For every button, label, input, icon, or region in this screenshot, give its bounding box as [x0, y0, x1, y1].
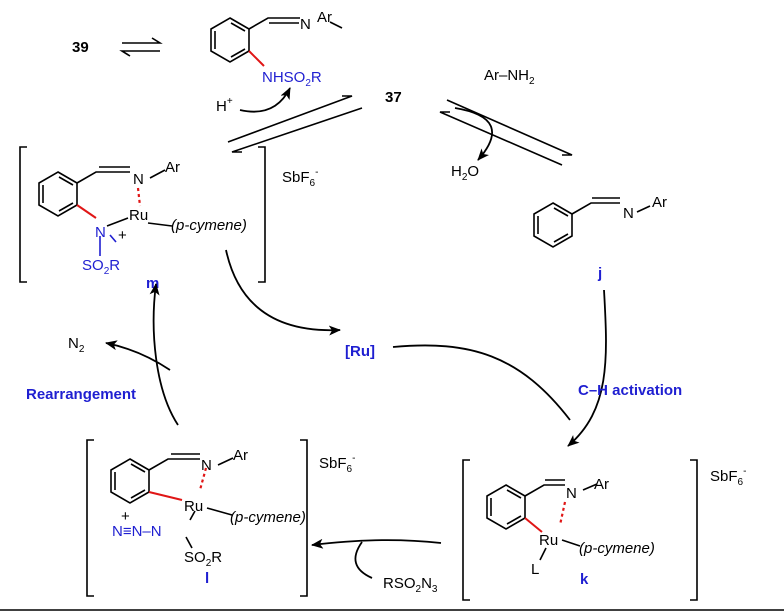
compound-label-j: j — [597, 265, 602, 282]
compound-j-structure — [533, 197, 651, 248]
l-ar-label: Ar — [233, 447, 248, 464]
complex-l-structure — [110, 453, 234, 549]
k-pcymene-label: (p-cymene) — [579, 540, 655, 557]
top-ar-label: Ar — [317, 9, 332, 26]
arnh2-label: Ar–NH2 — [484, 67, 535, 87]
ru-catalyst-label: [Ru] — [345, 343, 375, 360]
k-ar-label: Ar — [594, 476, 609, 493]
h-plus-label: H+ — [216, 96, 233, 115]
complex-m-brackets — [19, 146, 266, 283]
n2-label: N2 — [68, 335, 85, 355]
l-so2r-label: SO2R — [184, 549, 222, 569]
k-n-label: N — [566, 485, 577, 502]
top-n-label: N — [300, 16, 311, 33]
m-plus-label: + — [118, 227, 127, 244]
arrow-j-to-k — [567, 289, 607, 447]
m-pcymene-label: (p-cymene) — [171, 217, 247, 234]
rso2n3-curved-arrow — [354, 541, 373, 579]
compound-label-l: l — [205, 570, 209, 587]
l-pcymene-label: (p-cymene) — [230, 509, 306, 526]
equilibrium-arrow-39 — [119, 37, 163, 57]
compound-label-k: k — [580, 571, 589, 588]
compound-label-39: 39 — [72, 39, 89, 56]
k-counterion: SbF6- — [710, 466, 746, 488]
water-curved-arrow — [454, 107, 493, 161]
l-azide-label: N≡N–N — [112, 523, 162, 540]
l-ru-label: Ru — [184, 498, 203, 515]
arrow-m-to-ru — [225, 249, 341, 336]
equilibrium-arrow-37-j — [439, 99, 573, 166]
j-n-label: N — [623, 205, 634, 222]
complex-k-structure — [486, 479, 598, 561]
rso2n3-label: RSO2N3 — [383, 575, 438, 595]
complex-m-structure — [38, 166, 173, 256]
k-l-ligand-label: L — [531, 561, 539, 578]
top-nhso2r-label: NHSO2R — [262, 69, 322, 89]
arrow-l-to-m — [149, 283, 179, 426]
arrow-k-to-l — [311, 538, 442, 549]
k-ru-label: Ru — [539, 532, 558, 549]
ch-activation-label: C–H activation — [578, 382, 682, 399]
equilibrium-arrow-37-m — [227, 95, 363, 153]
rearrangement-label: Rearrangement — [26, 386, 136, 403]
n2-curved-arrow — [105, 340, 171, 371]
l-plus-label: + — [121, 508, 130, 525]
m-ar-label: Ar — [165, 159, 180, 176]
complex-l-brackets — [86, 439, 308, 597]
top-compound-structure — [210, 17, 343, 67]
h-plus-curved-arrow — [239, 87, 291, 113]
m-n-label: N — [133, 171, 144, 188]
j-ar-label: Ar — [652, 194, 667, 211]
m-counterion: SbF6- — [282, 167, 318, 189]
m-so2r-label: SO2R — [82, 257, 120, 277]
complex-k-brackets — [462, 459, 698, 601]
l-n-label: N — [201, 457, 212, 474]
water-label: H2O — [451, 163, 479, 183]
compound-label-37: 37 — [385, 89, 402, 106]
m-nitrogen-label: N — [95, 224, 106, 241]
arrow-ru-to-k — [392, 344, 571, 421]
m-ru-label: Ru — [129, 207, 148, 224]
compound-label-m: m — [146, 275, 159, 292]
l-counterion: SbF6- — [319, 453, 355, 475]
